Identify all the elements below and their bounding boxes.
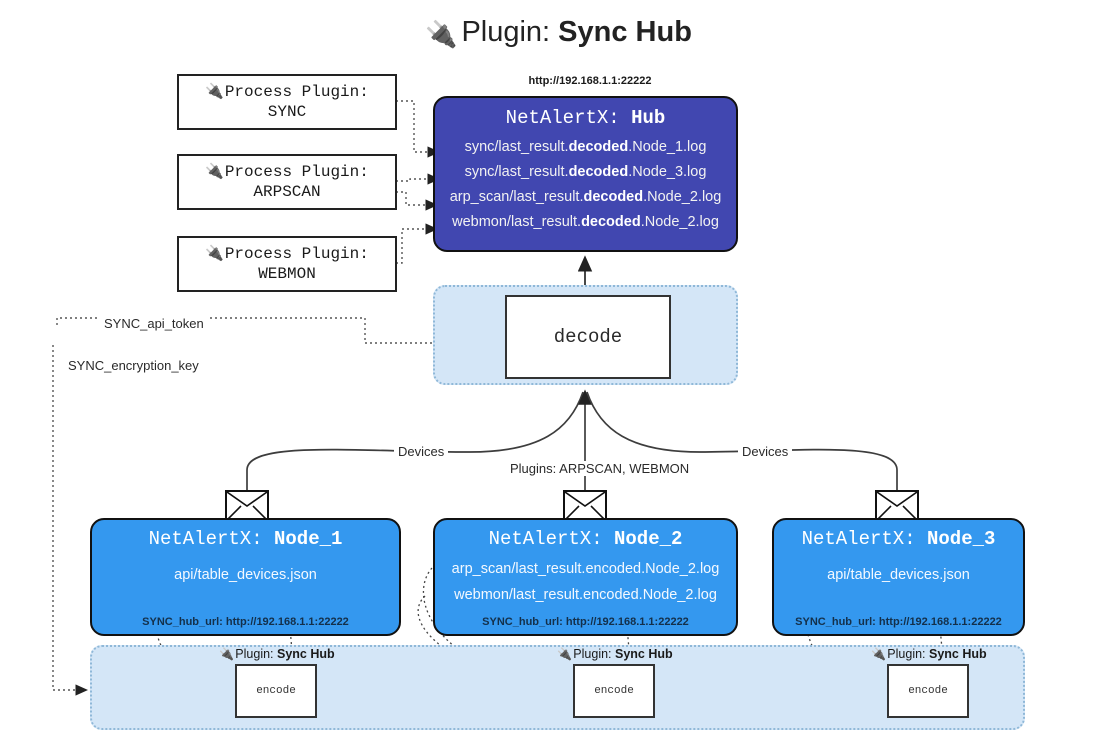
- node-title: NetAlertX: Node_1: [148, 528, 343, 550]
- encode-plugin-label: 🔌Plugin: Sync Hub: [557, 647, 673, 661]
- edge-label-sync-api-token: SYNC_api_token: [100, 316, 208, 331]
- node-title: NetAlertX: Node_3: [801, 528, 996, 550]
- encode-box[interactable]: encode: [235, 664, 317, 718]
- hub-log-line: arp_scan/last_result.decoded.Node_2.log: [449, 189, 722, 205]
- process-plugin-line2: ARPSCAN: [253, 183, 321, 201]
- hub-log-line: sync/last_result.decoded.Node_1.log: [464, 139, 707, 155]
- node-log-line: webmon/last_result.encoded.Node_2.log: [454, 587, 717, 603]
- hub-log-line: webmon/last_result.decoded.Node_2.log: [452, 214, 719, 230]
- envelope-icon: [563, 490, 607, 522]
- hub-log-line: sync/last_result.decoded.Node_3.log: [464, 164, 707, 180]
- node-box-node-1[interactable]: NetAlertX: Node_1 api/table_devices.json…: [90, 518, 401, 636]
- node-box-node-2[interactable]: NetAlertX: Node_2 arp_scan/last_result.e…: [433, 518, 738, 636]
- encode-container: 🔌Plugin: Sync Hub encode 🔌Plugin: Sync H…: [90, 645, 1025, 730]
- edge-label-sync-encryption-key: SYNC_encryption_key: [64, 358, 203, 373]
- encode-plugin-label: 🔌Plugin: Sync Hub: [871, 647, 987, 661]
- encode-box[interactable]: encode: [887, 664, 969, 718]
- node-log-line: arp_scan/last_result.encoded.Node_2.log: [451, 561, 720, 577]
- hub-url-label: http://192.168.1.1:22222: [528, 75, 652, 87]
- process-plugin-box-webmon[interactable]: 🔌Process Plugin: WEBMON: [177, 236, 397, 292]
- plug-icon: 🔌: [557, 647, 573, 661]
- hub-title: NetAlertX: Hub: [505, 107, 666, 129]
- process-plugin-box-sync[interactable]: 🔌Process Plugin: SYNC: [177, 74, 397, 130]
- title-name: Sync Hub: [558, 16, 692, 48]
- plug-icon: 🔌: [219, 647, 235, 661]
- plug-icon: 🔌: [205, 82, 224, 100]
- process-plugin-line1: 🔌Process Plugin:: [205, 162, 369, 181]
- node-hub-url-label: SYNC_hub_url: http://192.168.1.1:22222: [142, 616, 349, 628]
- hub-node[interactable]: NetAlertX: Hub sync/last_result.decoded.…: [433, 96, 738, 252]
- plug-icon: 🔌: [871, 647, 887, 661]
- decode-box[interactable]: decode: [505, 295, 671, 379]
- process-plugin-line1: 🔌Process Plugin:: [205, 244, 369, 263]
- node-title: NetAlertX: Node_2: [488, 528, 683, 550]
- edge-label-devices-left: Devices: [394, 444, 449, 459]
- page-title: 🔌Plugin: Sync Hub: [0, 16, 1117, 50]
- node-box-node-3[interactable]: NetAlertX: Node_3 api/table_devices.json…: [772, 518, 1025, 636]
- edge-label-plugins-center: Plugins: ARPSCAN, WEBMON: [506, 461, 694, 476]
- plug-icon: 🔌: [205, 244, 224, 262]
- plug-icon: 🔌: [425, 19, 458, 49]
- process-plugin-line1: 🔌Process Plugin:: [205, 82, 369, 101]
- edge-label-devices-right: Devices: [738, 444, 793, 459]
- encode-plugin-label: 🔌Plugin: Sync Hub: [219, 647, 335, 661]
- decode-container: decode: [433, 285, 738, 385]
- node-log-line: api/table_devices.json: [174, 567, 317, 583]
- process-plugin-box-arpscan[interactable]: 🔌Process Plugin: ARPSCAN: [177, 154, 397, 210]
- title-prefix: Plugin:: [461, 16, 559, 48]
- node-hub-url-label: SYNC_hub_url: http://192.168.1.1:22222: [482, 616, 689, 628]
- process-plugin-line2: WEBMON: [258, 265, 316, 283]
- plug-icon: 🔌: [205, 162, 224, 180]
- node-hub-url-label: SYNC_hub_url: http://192.168.1.1:22222: [795, 616, 1002, 628]
- encode-box[interactable]: encode: [573, 664, 655, 718]
- process-plugin-line2: SYNC: [267, 103, 307, 121]
- node-log-line: api/table_devices.json: [827, 567, 970, 583]
